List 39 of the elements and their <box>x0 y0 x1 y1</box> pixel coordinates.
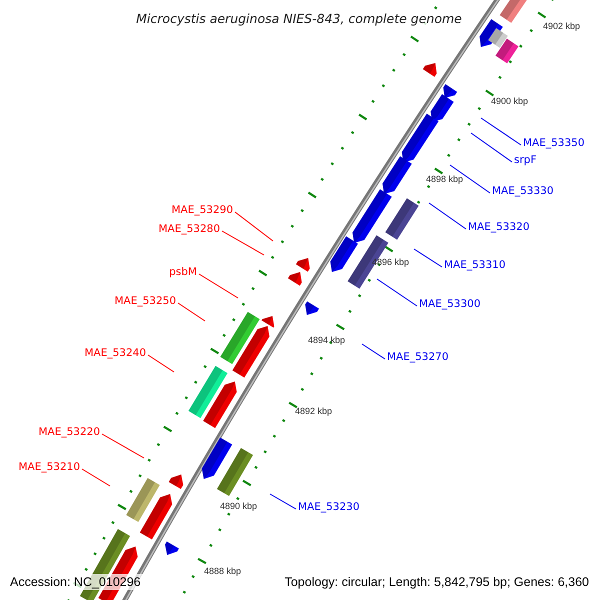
gene-label: MAE_53220 <box>38 426 100 438</box>
gene-label: MAE_53300 <box>419 298 481 310</box>
gene-label: psbM <box>169 266 197 278</box>
leader-line <box>480 118 522 146</box>
gene-label: MAE_53310 <box>444 259 506 271</box>
scale-label: 4890 kbp <box>220 501 258 511</box>
gene-label: MAE_53210 <box>18 461 80 473</box>
leader-line <box>234 212 274 242</box>
gene-label: MAE_53330 <box>492 185 554 197</box>
leader-line <box>102 434 144 458</box>
leader-line <box>450 164 490 194</box>
leader-line <box>376 278 418 306</box>
gene-label: MAE_53270 <box>387 351 449 363</box>
gene-label: MAE_53240 <box>84 347 146 359</box>
gene-label: MAE_53280 <box>158 223 220 235</box>
scale-label: 4888 kbp <box>204 566 242 576</box>
gene-label: MAE_53290 <box>171 204 233 216</box>
gene-label: MAE_53230 <box>298 501 360 513</box>
leader-line <box>470 132 512 162</box>
gene-label: srpF <box>514 154 536 166</box>
footer-text: Accession: NC_010296 <box>8 574 143 590</box>
scale-label: 4892 kbp <box>295 406 332 416</box>
scale-label: 4894 kbp <box>308 335 346 345</box>
leader-line <box>362 344 386 360</box>
gene-label: MAE_53320 <box>468 221 530 233</box>
leader-line <box>414 248 442 268</box>
leader-line <box>198 274 238 298</box>
scale-label: 4898 kbp <box>426 174 464 184</box>
leader-line <box>148 354 174 372</box>
leader-line <box>270 494 296 510</box>
leader-line <box>178 302 206 322</box>
leader-line <box>222 230 264 256</box>
scale-label: 4902 kbp <box>543 21 580 31</box>
leader-line <box>428 202 466 230</box>
gene-label: MAE_53250 <box>114 295 176 307</box>
footer-text: Topology: circular; Length: 5,842,795 bp; Genes: 6,360 <box>282 574 591 590</box>
gene-label: MAE_53350 <box>523 137 585 149</box>
scale-label: 4900 kbp <box>491 96 528 106</box>
leader-line <box>82 468 110 486</box>
